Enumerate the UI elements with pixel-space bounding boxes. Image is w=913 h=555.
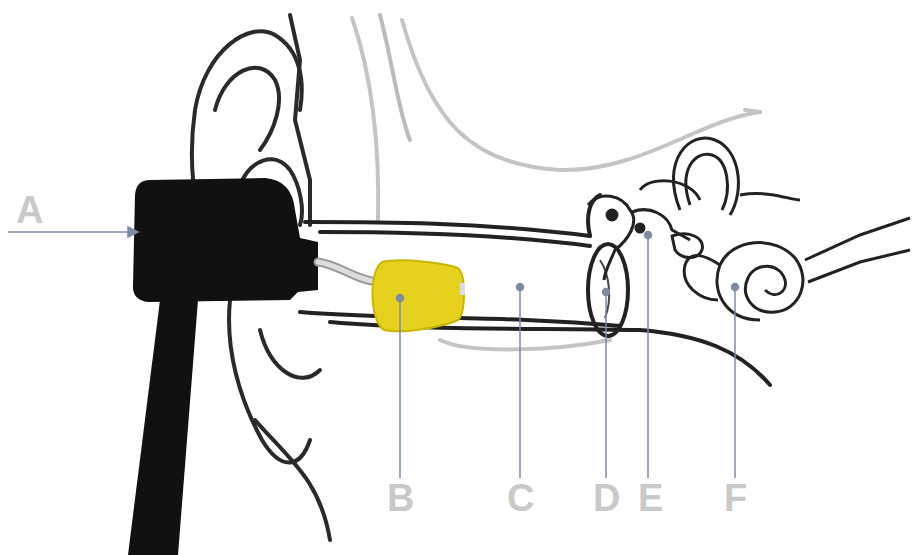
part-letter: C	[507, 478, 534, 518]
part-letter: F	[724, 478, 747, 518]
part-letter: A	[16, 190, 43, 230]
part-letter: D	[593, 478, 620, 518]
part-letter: B	[387, 478, 414, 518]
part-letter: E	[638, 478, 663, 518]
